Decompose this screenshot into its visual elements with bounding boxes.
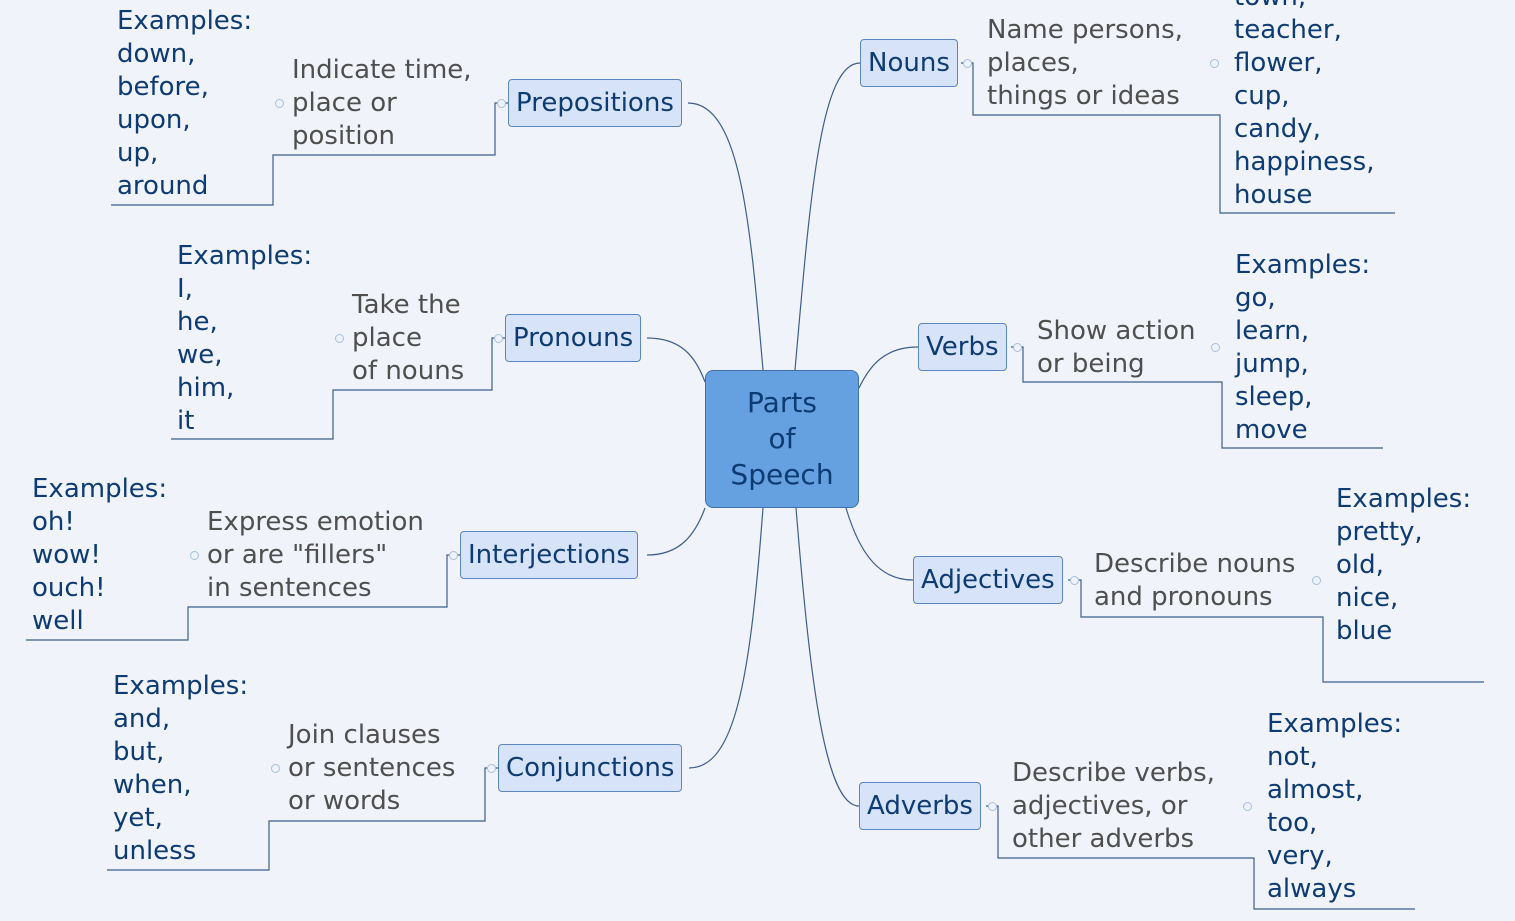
topic-nouns[interactable]: Nouns — [860, 39, 958, 87]
collapse-toggle-icon[interactable] — [494, 334, 503, 343]
description-conjunctions[interactable]: Join clauses or sentences or words — [288, 720, 456, 816]
connector-interjections — [646, 507, 706, 556]
description-verbs[interactable]: Show action or being — [1037, 316, 1196, 379]
topic-pronouns[interactable]: Pronouns — [505, 314, 642, 362]
topic-adverbs[interactable]: Adverbs — [859, 782, 981, 830]
description-prepositions[interactable]: Indicate time, place or position — [292, 55, 472, 151]
collapse-toggle-icon[interactable] — [988, 802, 997, 811]
collapse-toggle-icon[interactable] — [335, 334, 344, 343]
collapse-toggle-icon[interactable] — [190, 551, 199, 560]
examples-verbs[interactable]: Examples: go, learn, jump, sleep, move — [1235, 250, 1371, 445]
collapse-toggle-icon[interactable] — [1243, 802, 1252, 811]
examples-interjections[interactable]: Examples: oh! wow! ouch! well — [32, 474, 168, 636]
topic-prepositions[interactable]: Prepositions — [508, 79, 682, 127]
topic-interjections[interactable]: Interjections — [460, 531, 638, 579]
connector-pronouns — [646, 337, 706, 383]
topic-adjectives[interactable]: Adjectives — [913, 556, 1063, 604]
central-topic[interactable]: Parts of Speech — [705, 370, 859, 508]
collapse-toggle-icon[interactable] — [1013, 343, 1022, 352]
connector-nouns — [794, 62, 861, 371]
description-interjections[interactable]: Express emotion or are "fillers" in sent… — [207, 507, 424, 603]
description-adjectives[interactable]: Describe nouns and pronouns — [1094, 549, 1296, 612]
collapse-toggle-icon[interactable] — [1070, 576, 1079, 585]
description-nouns[interactable]: Name persons, places, things or ideas — [987, 15, 1183, 111]
connector-conjunctions — [688, 507, 764, 769]
examples-conjunctions[interactable]: Examples: and, but, when, yet, unless — [113, 671, 249, 866]
collapse-toggle-icon[interactable] — [1312, 576, 1321, 585]
description-pronouns[interactable]: Take the place of nouns — [352, 290, 465, 386]
collapse-toggle-icon[interactable] — [275, 99, 284, 108]
topic-verbs[interactable]: Verbs — [918, 323, 1007, 371]
connector-prepositions — [687, 102, 764, 371]
examples-prepositions[interactable]: Examples: down, before, upon, up, around — [117, 6, 253, 201]
collapse-toggle-icon[interactable] — [487, 764, 496, 773]
topic-conjunctions[interactable]: Conjunctions — [498, 744, 683, 792]
collapse-toggle-icon[interactable] — [271, 764, 280, 773]
connector-adverbs — [795, 507, 860, 807]
collapse-toggle-icon[interactable] — [963, 59, 972, 68]
connector-verbs — [858, 346, 919, 389]
examples-adjectives[interactable]: Examples: pretty, old, nice, blue — [1336, 484, 1472, 646]
collapse-toggle-icon[interactable] — [1211, 343, 1220, 352]
examples-nouns[interactable]: town, teacher, flower, cup, candy, happi… — [1234, 0, 1375, 210]
connector-adjectives — [845, 507, 914, 581]
collapse-toggle-icon[interactable] — [1210, 59, 1219, 68]
examples-pronouns[interactable]: Examples: I, he, we, him, it — [177, 241, 313, 436]
collapse-toggle-icon[interactable] — [449, 551, 458, 560]
examples-adverbs[interactable]: Examples: not, almost, too, very, always — [1267, 709, 1403, 904]
collapse-toggle-icon[interactable] — [497, 99, 506, 108]
description-adverbs[interactable]: Describe verbs, adjectives, or other adv… — [1012, 758, 1215, 854]
